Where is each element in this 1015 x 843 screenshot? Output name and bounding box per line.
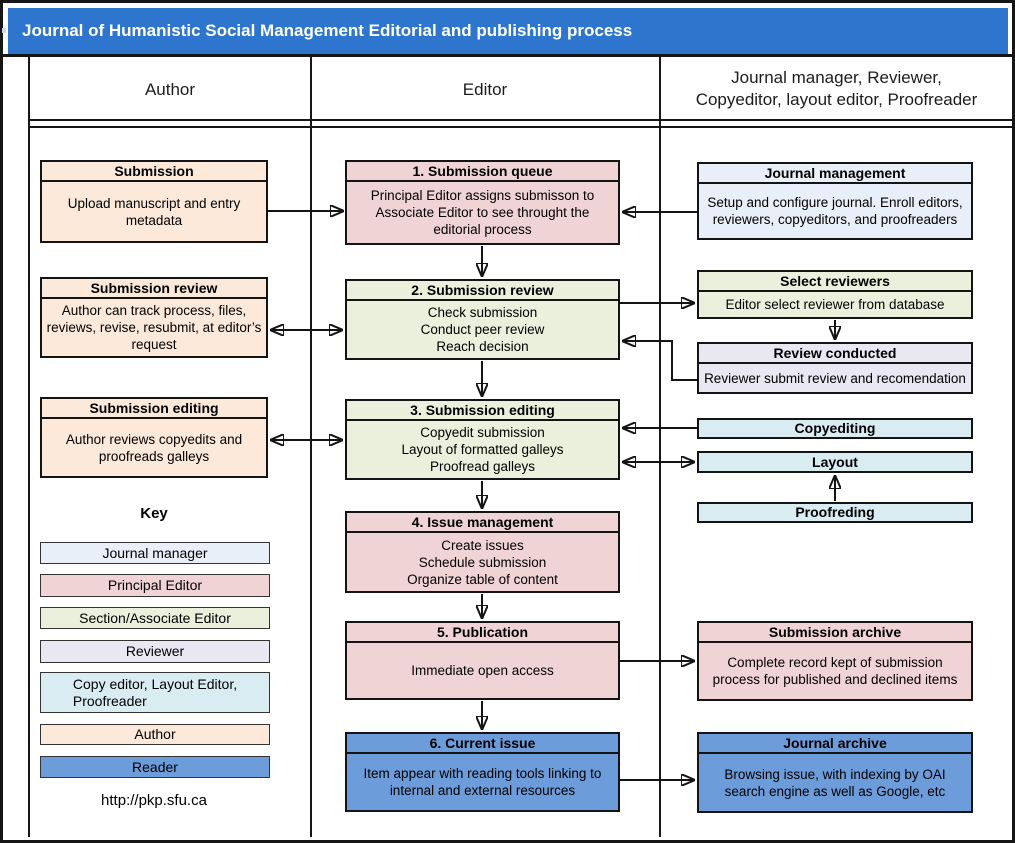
box-step1-body: Principal Editor assigns submisson to As… — [370, 188, 595, 237]
key-item-journal-manager: Journal manager — [40, 542, 270, 564]
box-journal-management: Journal management Setup and configure j… — [697, 162, 973, 240]
box-submission-archive-body: Complete record kept of submission proce… — [712, 655, 958, 687]
box-submission-title: Submission — [42, 162, 266, 182]
box-step4-issue-management: 4. Issue management Create issues Schedu… — [345, 511, 620, 593]
box-select-reviewers: Select reviewers Editor select reviewer … — [697, 270, 973, 319]
box-step5-publication: 5. Publication Immediate open access — [345, 621, 620, 700]
body-row-top-border — [28, 126, 1012, 128]
box-step3-body: Copyedit submission Layout of formatted … — [401, 425, 564, 474]
box-step2-title: 2. Submission review — [347, 281, 618, 301]
key-item-principal-editor: Principal Editor — [40, 574, 270, 597]
box-review-conducted-body: Reviewer submit review and recomendation — [704, 370, 966, 386]
left-strip-divider — [28, 57, 30, 837]
box-review-conducted-title: Review conducted — [699, 344, 971, 364]
pkp-link: http://pkp.sfu.ca — [101, 792, 207, 809]
box-step1-title: 1. Submission queue — [347, 162, 618, 182]
box-step5-title: 5. Publication — [347, 623, 618, 643]
box-journal-archive-title: Journal archive — [699, 734, 971, 754]
box-proofreading: Proofreding — [697, 502, 973, 523]
key-heading: Key — [140, 505, 168, 522]
author-editor-divider — [310, 57, 312, 837]
box-step4-title: 4. Issue management — [347, 513, 618, 533]
box-layout: Layout — [697, 451, 973, 473]
box-submission-review-author-title: Submission review — [42, 279, 266, 299]
box-step5-body: Immediate open access — [411, 663, 554, 678]
column-header-editor: Editor — [462, 80, 508, 99]
box-select-reviewers-body: Editor select reviewer from database — [725, 297, 945, 312]
table-top-border — [3, 54, 1012, 57]
header-row-bottom-border — [28, 119, 1012, 121]
column-header-others: Journal manager, Reviewer, Copyeditor, l… — [695, 68, 978, 109]
box-step1-submission-queue: 1. Submission queue Principal Editor ass… — [345, 160, 620, 245]
box-submission-body: Upload manuscript and entry metadata — [67, 195, 241, 228]
box-step4-body: Create issues Schedule submission Organi… — [407, 537, 558, 587]
box-submission-archive: Submission archive Complete record kept … — [697, 621, 973, 701]
box-journal-management-body: Setup and configure journal. Enroll edit… — [707, 195, 963, 227]
box-step2-submission-review: 2. Submission review Check submission Co… — [345, 279, 620, 360]
box-journal-management-title: Journal management — [699, 164, 971, 184]
key-item-section-associate-editor: Section/Associate Editor — [40, 607, 270, 629]
box-step6-current-issue: 6. Current issue Item appear with readin… — [345, 732, 620, 812]
box-submission-editing-author-title: Submission editing — [42, 399, 266, 419]
box-review-conducted: Review conducted Reviewer submit review … — [697, 342, 973, 394]
box-submission-review-author: Submission review Author can track proce… — [40, 277, 268, 358]
page-title: Journal of Humanistic Social Management … — [8, 8, 1008, 54]
title-bar-dot-icon — [2, 28, 6, 33]
box-journal-archive-body: Browsing issue, with indexing by OAI sea… — [724, 766, 946, 799]
box-step3-submission-editing: 3. Submission editing Copyedit submissio… — [345, 399, 620, 480]
key-item-reviewer: Reviewer — [40, 640, 270, 663]
box-submission-review-author-body: Author can track process, files, reviews… — [46, 303, 262, 352]
box-submission-archive-title: Submission archive — [699, 623, 971, 643]
box-select-reviewers-title: Select reviewers — [699, 272, 971, 292]
box-submission-editing-author-body: Author reviews copyedits and proofreads … — [65, 431, 243, 464]
box-step6-title: 6. Current issue — [347, 734, 618, 754]
key-item-copyeditor-layout-proofreader: Copy editor, Layout Editor, Proofreader — [40, 672, 270, 713]
column-header-author: Author — [144, 80, 196, 99]
box-step3-title: 3. Submission editing — [347, 401, 618, 421]
box-step6-body: Item appear with reading tools linking t… — [363, 766, 602, 798]
box-copyediting: Copyediting — [697, 418, 973, 439]
box-step2-body: Check submission Conduct peer review Rea… — [420, 305, 545, 354]
box-submission-editing-author: Submission editing Author reviews copyed… — [40, 397, 268, 478]
box-journal-archive: Journal archive Browsing issue, with ind… — [697, 732, 973, 813]
key-item-author: Author — [40, 724, 270, 745]
editor-right-divider — [659, 57, 661, 837]
key-item-reader: Reader — [40, 756, 270, 778]
box-submission: Submission Upload manuscript and entry m… — [40, 160, 268, 243]
